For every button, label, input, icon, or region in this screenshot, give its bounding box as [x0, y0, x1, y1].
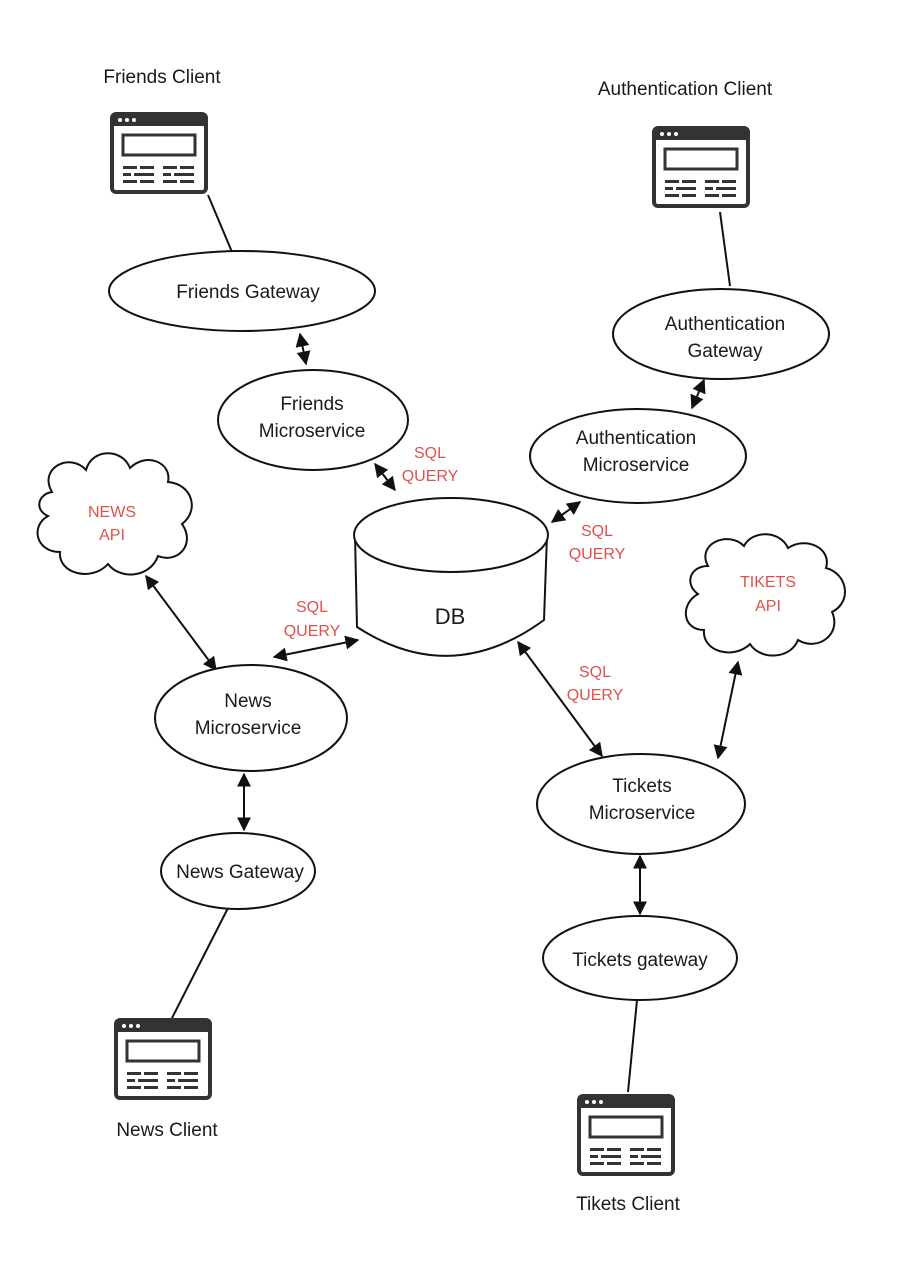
authentication-microservice-label-line1: Authentication — [576, 428, 696, 449]
sql-query-label-friends: SQL QUERY — [402, 445, 459, 485]
sql-label-line2: QUERY — [284, 623, 341, 640]
friends-microservice-label-line1: Friends — [280, 394, 343, 415]
tickets-gateway-label: Tickets gateway — [572, 950, 708, 971]
sql-label-line2: QUERY — [569, 546, 626, 563]
news-microservice-label-line2: Microservice — [195, 718, 302, 739]
arrow-friends-microservice-db — [374, 462, 396, 492]
sql-label-line2: QUERY — [567, 687, 624, 704]
arrow-news-microservice-db — [272, 635, 360, 662]
tickets-microservice: Tickets Microservice — [536, 753, 746, 855]
news-api-label-line2: API — [99, 527, 125, 544]
arrow-news-api-microservice — [145, 574, 217, 672]
tickets-client: Tikets Client — [576, 1094, 681, 1215]
news-api-label-line1: NEWS — [88, 504, 136, 521]
friends-client: Friends Client — [103, 67, 221, 194]
news-microservice-label-line1: News — [224, 691, 272, 712]
tickets-client-label: Tikets Client — [576, 1194, 681, 1215]
arrow-db-tickets-microservice — [517, 640, 603, 758]
authentication-gateway-label-line2: Gateway — [688, 341, 763, 362]
news-client-label: News Client — [116, 1120, 218, 1141]
authentication-gateway-label-line1: Authentication — [665, 314, 785, 335]
friends-client-label: Friends Client — [103, 67, 221, 88]
tickets-api-label-line2: API — [755, 598, 781, 615]
edge-friends-client-gateway — [207, 194, 233, 253]
tickets-api: TIKETS API — [684, 533, 846, 657]
edge-tickets-gateway-client — [627, 999, 638, 1093]
sql-label-line1: SQL — [296, 599, 328, 616]
sql-label-line1: SQL — [414, 445, 446, 462]
tickets-microservice-label-line2: Microservice — [589, 803, 696, 824]
news-gateway-label: News Gateway — [176, 862, 304, 883]
sql-label-line2: QUERY — [402, 468, 459, 485]
friends-microservice-label-line2: Microservice — [259, 421, 366, 442]
tickets-microservice-label-line1: Tickets — [612, 776, 671, 797]
tickets-api-label-line1: TIKETS — [740, 574, 796, 591]
browser-window-icon — [114, 1018, 212, 1100]
news-api: NEWS API — [36, 452, 193, 576]
database-label: DB — [435, 604, 466, 629]
sql-label-line1: SQL — [581, 523, 613, 540]
sql-label-line1: SQL — [579, 664, 611, 681]
authentication-client: Authentication Client — [598, 79, 773, 208]
news-microservice: News Microservice — [154, 664, 348, 772]
tickets-gateway: Tickets gateway — [542, 915, 738, 1001]
friends-microservice: Friends Microservice — [217, 369, 409, 471]
edge-news-gateway-client — [171, 907, 229, 1019]
browser-window-icon — [577, 1094, 675, 1176]
cylinder-icon — [353, 497, 549, 657]
cloud-icon — [36, 452, 193, 576]
authentication-client-label: Authentication Client — [598, 79, 773, 100]
edge-auth-client-gateway — [719, 211, 731, 287]
arrow-friends-gateway-microservice — [295, 332, 311, 366]
news-client: News Client — [114, 1018, 218, 1141]
sql-query-label-tickets: SQL QUERY — [567, 664, 624, 704]
authentication-microservice: Authentication Microservice — [529, 408, 747, 504]
news-gateway: News Gateway — [160, 832, 316, 910]
sql-query-label-news: SQL QUERY — [284, 599, 341, 640]
browser-window-icon — [652, 126, 750, 208]
sql-query-label-auth: SQL QUERY — [569, 523, 626, 563]
database: DB — [353, 497, 549, 657]
friends-gateway-label: Friends Gateway — [176, 282, 320, 303]
arrow-auth-microservice-db — [550, 501, 582, 523]
arrow-auth-gateway-microservice — [690, 378, 706, 410]
authentication-microservice-label-line2: Microservice — [583, 455, 690, 476]
arrow-tickets-api-microservice — [713, 660, 743, 760]
friends-gateway: Friends Gateway — [108, 250, 376, 332]
authentication-gateway: Authentication Gateway — [612, 288, 830, 380]
browser-window-icon — [110, 112, 208, 194]
cloud-icon — [684, 533, 846, 657]
